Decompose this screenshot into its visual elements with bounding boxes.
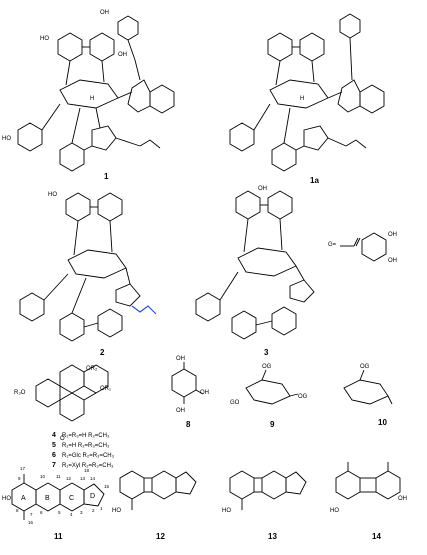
- ring-label-b: B: [45, 495, 50, 502]
- atom-or2: OR₂: [86, 366, 98, 372]
- substituent-text-7: R₁=Xyl R₂=R₃=CH₃: [62, 463, 114, 469]
- compound-label-10: 10: [378, 418, 387, 427]
- structure-3: [195, 190, 315, 340]
- atom-ho: HO: [2, 136, 11, 142]
- compound-label-1a: 1a: [310, 176, 319, 185]
- structure-8: [171, 362, 204, 404]
- atom-number-11: 12: [66, 476, 72, 481]
- atom-go: GO: [230, 400, 240, 406]
- atom-number-11: 9: [18, 476, 21, 481]
- substituent-label-7: 7: [52, 462, 56, 469]
- atom-r3o: R₃O: [14, 390, 26, 396]
- structure-11: [11, 474, 105, 520]
- substituent-label-6: 6: [52, 452, 56, 459]
- atom-ho: HO: [48, 192, 57, 198]
- ring-label-a: A: [21, 495, 26, 502]
- structure-12: [119, 470, 197, 510]
- compound-label-12: 12: [156, 532, 165, 541]
- structure-2: [19, 192, 141, 342]
- atom-oh: OH: [176, 356, 185, 362]
- atom-labels: OH HO OH HO OH HO OH OH OH OH OH OR₂ OR₁…: [2, 10, 407, 514]
- atom-oh: OH: [200, 390, 209, 396]
- substituent-label-5: 5: [52, 442, 56, 449]
- galloyl-symbol: G=: [328, 242, 337, 248]
- atom-number-11: 5: [58, 510, 61, 515]
- atom-number-11: 11: [56, 474, 61, 479]
- atom-number-11: 17: [20, 466, 26, 471]
- atom-number-11: 16: [28, 520, 34, 525]
- ring-label-d: D: [90, 493, 95, 500]
- atom-ho: HO: [40, 36, 49, 42]
- atom-oh: OH: [176, 408, 185, 414]
- substituent-text-4: R₁=R₃=H R₂=CH₃: [62, 433, 110, 439]
- compound-label-8: 8: [186, 420, 191, 429]
- atom-oh: OH: [118, 52, 127, 58]
- substituent-text-6: R₁=Glc R₂=R₃=CH₃: [62, 453, 115, 459]
- atom-number-11: 6: [40, 510, 43, 515]
- atom-ho: HO: [2, 496, 11, 502]
- atom-number-11: 1: [100, 506, 103, 511]
- compound-label-2: 2: [100, 348, 105, 357]
- atom-number-11: 14: [90, 476, 96, 481]
- compound-label-1: 1: [104, 172, 109, 181]
- atom-oh: OH: [258, 186, 267, 192]
- ring-labels-11: A B C D: [21, 493, 95, 502]
- structure-13: [229, 470, 307, 510]
- atom-number-11: 8: [16, 508, 19, 513]
- ethyl-chain-highlight: [131, 305, 157, 315]
- atom-number-11: 15: [104, 484, 110, 489]
- atom-ho: HO: [330, 508, 339, 514]
- structure-9: [245, 369, 299, 405]
- structure-14: [335, 462, 401, 500]
- atom-og: OG: [298, 394, 308, 400]
- atom-og: OG: [262, 364, 272, 370]
- structure-4-7: [35, 364, 109, 422]
- atom-number-11: 7: [30, 512, 33, 517]
- compound-label-9: 9: [270, 420, 275, 429]
- atom-oh: OH: [398, 496, 407, 502]
- compound-label-14: 14: [372, 532, 381, 541]
- structure-10: [343, 369, 393, 405]
- atom-number-11: 10: [40, 474, 46, 479]
- substituent-text-5: R₁=H R₂=R₃=CH₃: [62, 443, 110, 449]
- atom-oh: OH: [388, 258, 397, 264]
- atom-oh: OH: [388, 232, 397, 238]
- atom-number-11: 4: [70, 512, 73, 517]
- atom-number-11: 13: [80, 476, 86, 481]
- atom-o: O: [60, 436, 65, 442]
- atom-number-11: 18: [84, 468, 90, 473]
- atom-ho: HO: [222, 508, 231, 514]
- compound-label-11: 11: [54, 532, 63, 541]
- galloyl-group: [340, 232, 387, 262]
- atom-or1: OR₁: [100, 386, 111, 392]
- structure-1: [17, 15, 175, 172]
- atom-number-11: 3: [80, 510, 83, 515]
- atom-ho: HO: [112, 508, 121, 514]
- substituent-label-4: 4: [52, 432, 56, 439]
- structure-1a: [229, 13, 385, 172]
- atom-og: OG: [360, 364, 370, 370]
- compound-label-3: 3: [264, 348, 269, 357]
- atom-number-11: 2: [92, 508, 95, 513]
- atom-h: H: [90, 96, 94, 102]
- atom-oh: OH: [100, 10, 109, 16]
- compound-label-13: 13: [268, 532, 277, 541]
- ring-label-c: C: [69, 495, 74, 502]
- atom-h: H: [300, 96, 304, 102]
